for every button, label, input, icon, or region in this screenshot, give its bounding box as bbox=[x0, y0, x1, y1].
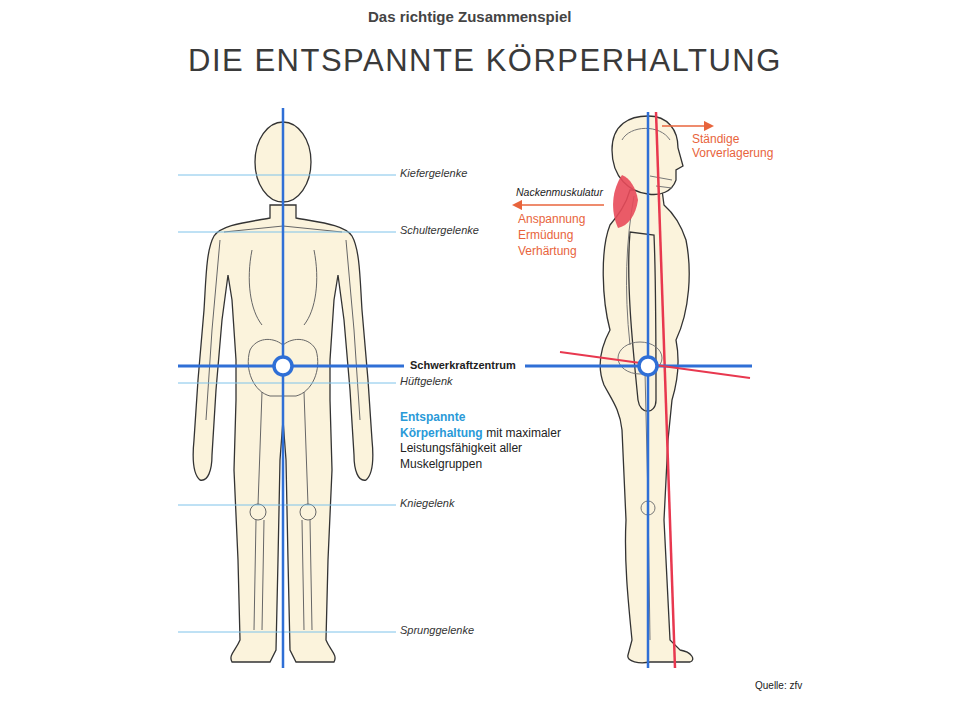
front-guide-lines bbox=[178, 175, 396, 632]
joint-label: Kiefergelenke bbox=[400, 167, 467, 180]
side-figure bbox=[600, 116, 693, 663]
shift-label: Ständige Vorverlagerung bbox=[692, 132, 787, 161]
joint-label: Sprunggelenke bbox=[400, 624, 474, 637]
center-axis bbox=[282, 108, 285, 668]
subtitle: Das richtige Zusammenspiel bbox=[368, 8, 571, 26]
shifted-axis bbox=[656, 112, 675, 668]
tilted-pelvis-axis bbox=[560, 352, 750, 378]
joint-label: Hüftgelenk bbox=[400, 375, 453, 388]
effect-label: Verhärtung bbox=[518, 244, 577, 258]
gravity-center bbox=[639, 357, 657, 375]
gravity-center bbox=[274, 357, 292, 375]
effect-label: Ermüdung bbox=[518, 228, 573, 242]
tension-arrow bbox=[514, 204, 604, 206]
joint-label: Schultergelenke bbox=[400, 224, 479, 237]
effect-label: Anspannung bbox=[518, 212, 585, 226]
ideal-axis bbox=[647, 112, 650, 668]
posture-note-block: Entspannte Körperhaltungmit maximaler Le… bbox=[400, 410, 565, 472]
forward-arrow bbox=[662, 125, 712, 127]
posture-highlight: Entspannte Körperhaltung bbox=[400, 410, 483, 440]
page-title: DIE ENTSPANNTE KÖRPERHALTUNG bbox=[175, 42, 795, 79]
gravity-label: Schwerkraftzentrum bbox=[410, 359, 516, 372]
neck-muscle bbox=[613, 175, 638, 228]
muscle-label: Nackenmuskulatur bbox=[516, 186, 603, 199]
source-note: Quelle: zfv bbox=[755, 680, 802, 692]
joint-label: Kniegelenk bbox=[400, 497, 454, 510]
